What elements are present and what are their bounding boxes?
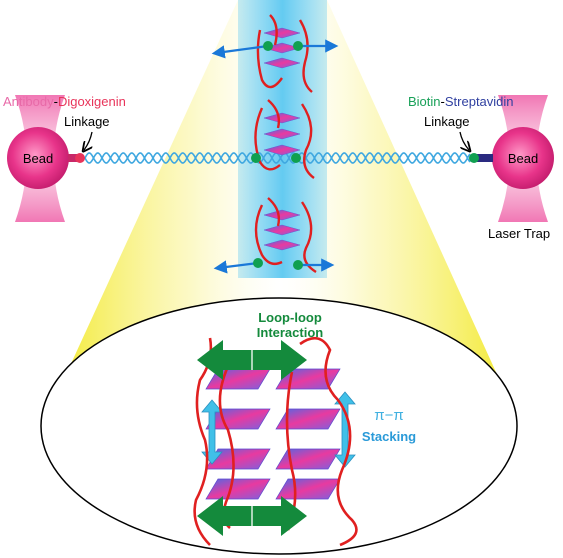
linkage-right-label: Linkage xyxy=(424,114,470,129)
trimer-structure xyxy=(211,14,339,274)
linkage-left-label: Linkage xyxy=(64,114,110,129)
antibody-digoxigenin-label: Antibody-Digoxigenin xyxy=(3,94,126,109)
biotin-text: Biotin xyxy=(408,94,441,109)
digoxigenin-node xyxy=(75,153,85,163)
linkage-right-arrow xyxy=(459,131,469,150)
biotin-node xyxy=(469,153,479,163)
antibody-text: Antibody xyxy=(3,94,54,109)
quadruplex-unit-2 xyxy=(254,99,315,179)
dash-right: - xyxy=(441,94,445,109)
loop-loop-label-2: Interaction xyxy=(257,325,324,340)
linkage-left-arrow xyxy=(84,131,92,150)
biotin-streptavidin-label: Biotin-Streptavidin xyxy=(408,94,514,109)
bead-right xyxy=(492,127,554,189)
quadruplex-unit-1 xyxy=(256,14,313,93)
antibody-stub xyxy=(68,154,78,162)
stacking-arrow-left xyxy=(201,399,223,465)
bead-left xyxy=(7,127,69,189)
stacking-label: Stacking xyxy=(362,429,416,444)
bead-right-label: Bead xyxy=(508,151,538,166)
digoxigenin-text: Digoxigenin xyxy=(58,94,126,109)
pi-pi-label: π−π xyxy=(374,407,403,424)
streptavidin-text: Streptavidin xyxy=(445,94,514,109)
streptavidin-bar xyxy=(477,154,493,162)
dash-left: - xyxy=(54,94,58,109)
laser-trap-label: Laser Trap xyxy=(488,226,550,241)
bead-left-label: Bead xyxy=(23,151,53,166)
zoomed-quadruplex xyxy=(193,336,358,547)
loop-loop-label-1: Loop-loop xyxy=(258,310,322,325)
